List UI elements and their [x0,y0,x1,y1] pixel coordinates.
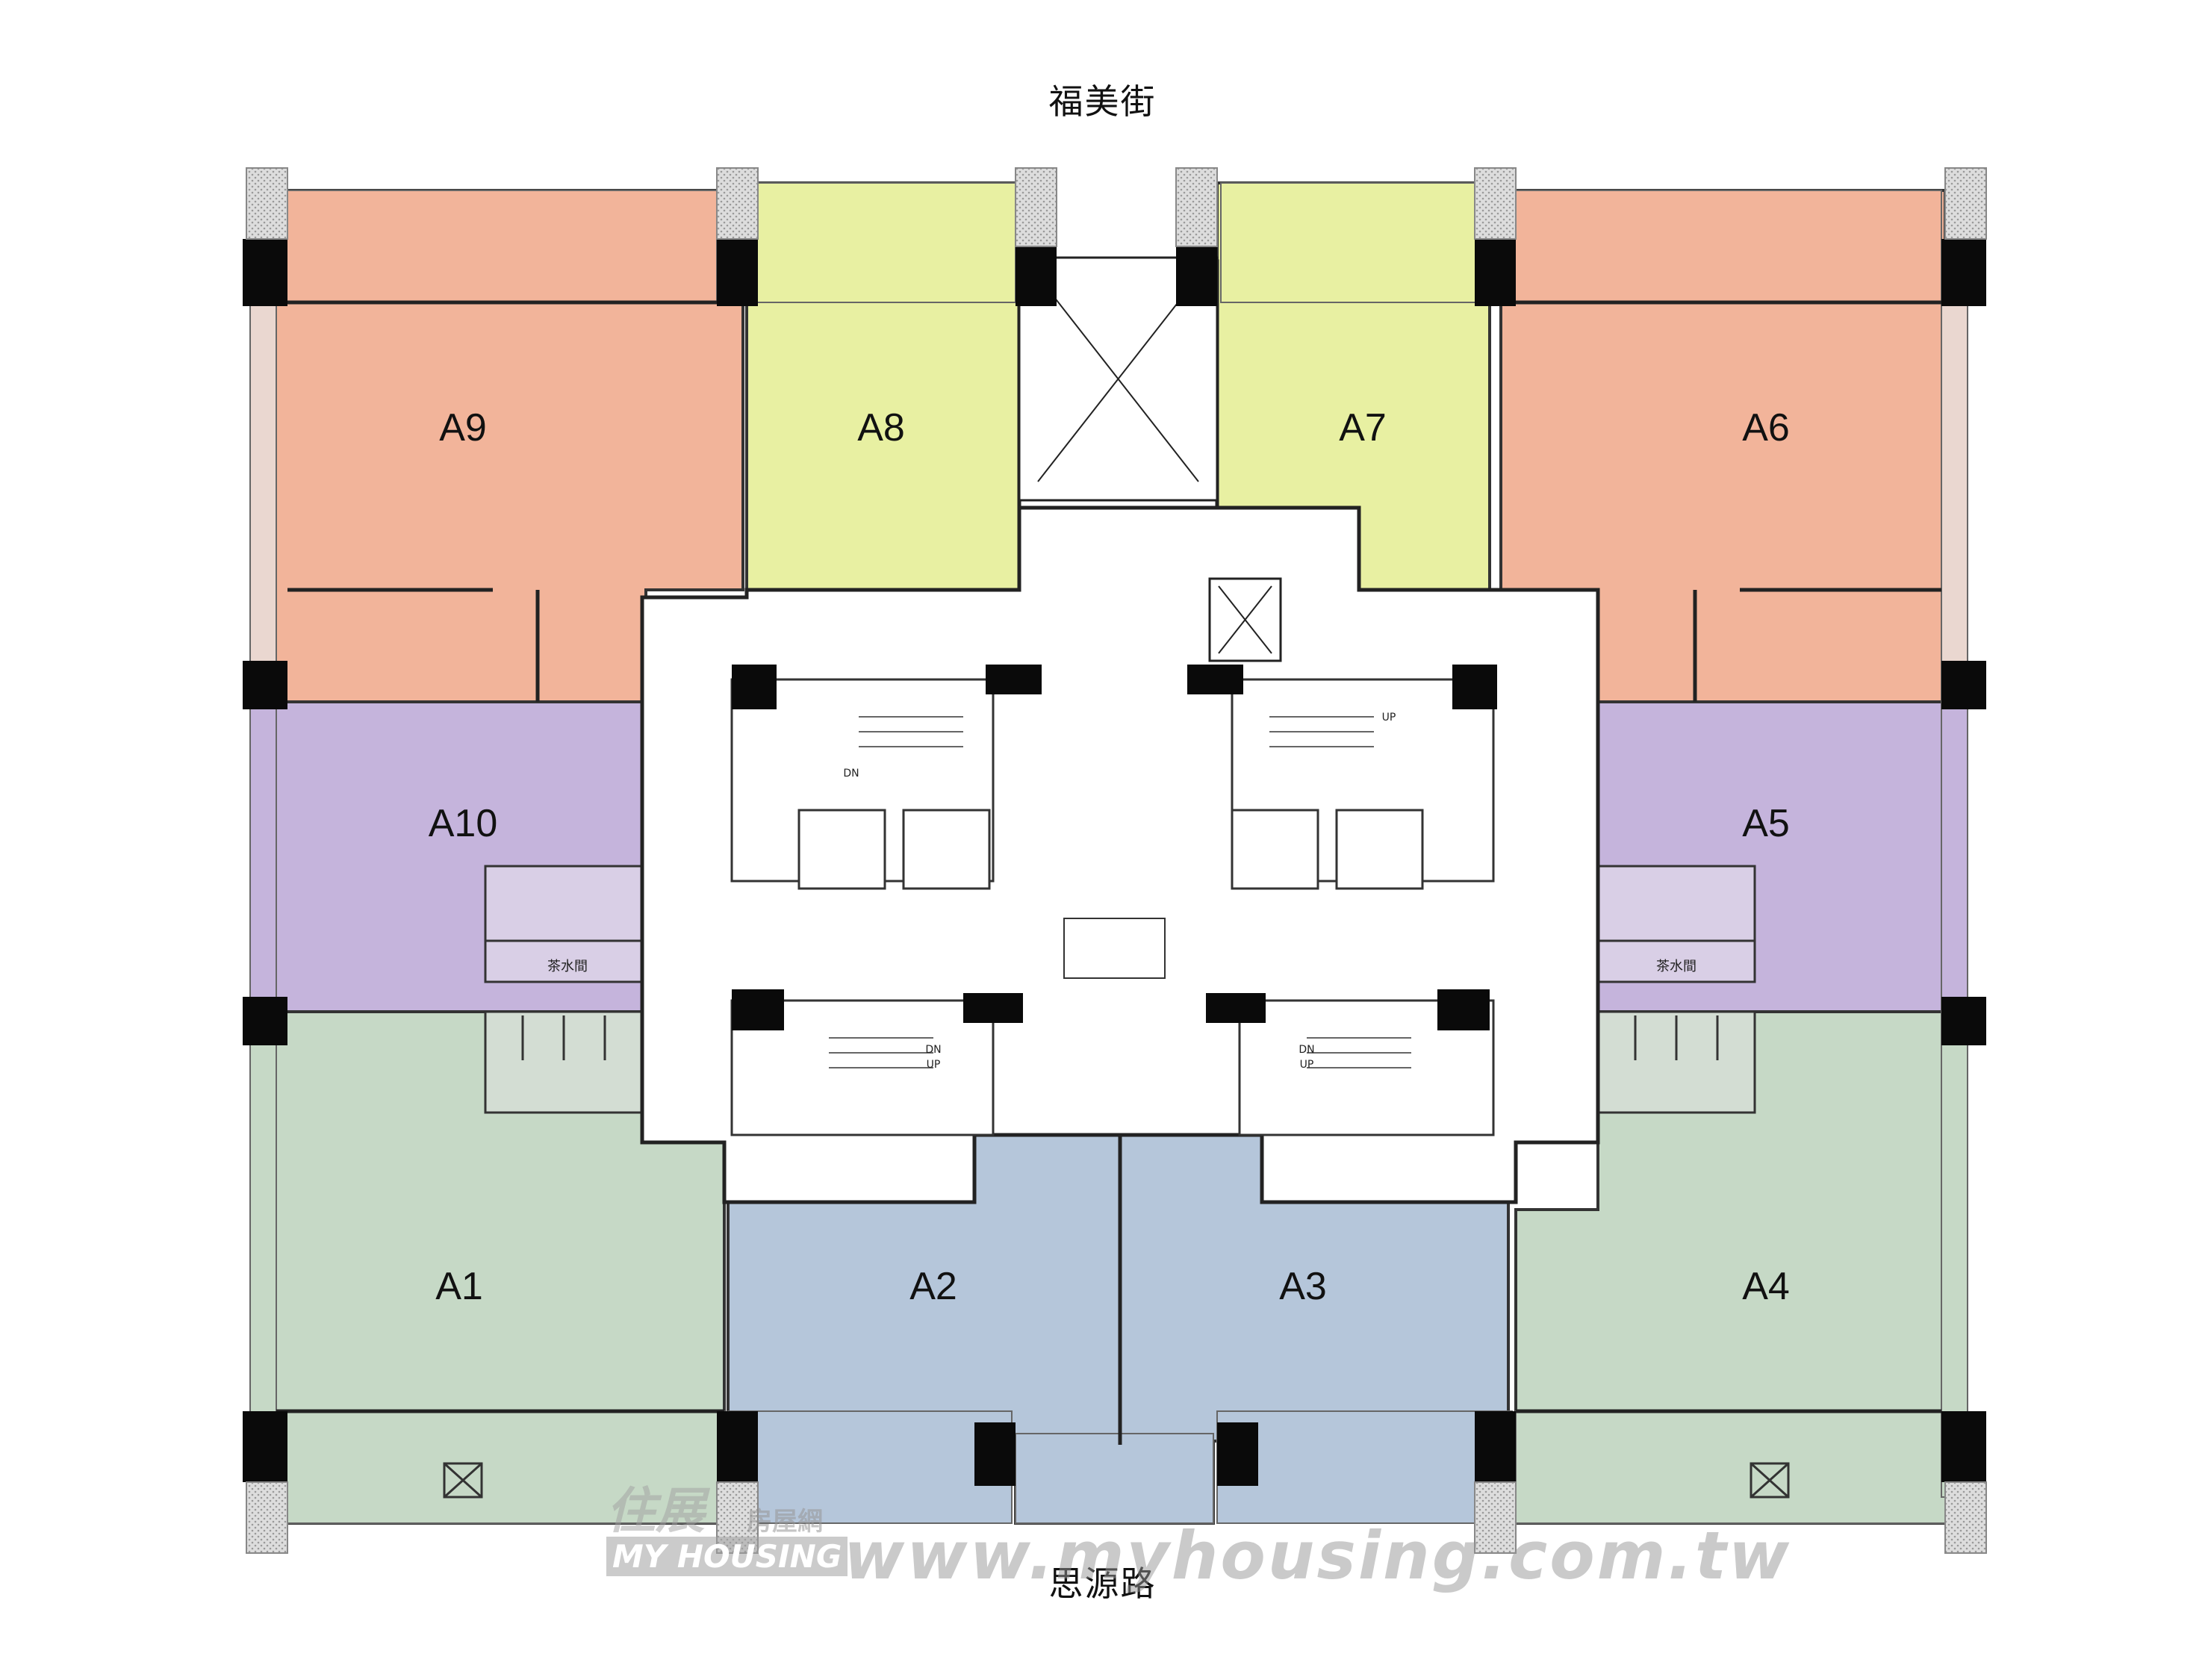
column [1187,665,1243,694]
balcony-top-a8 [753,182,1016,303]
pilaster [1474,1481,1517,1554]
column [1941,997,1986,1045]
column [243,1411,287,1482]
unit-label-a7: A7 [1339,406,1387,449]
stair-dn-label: DN [925,1044,941,1056]
stair-dn-label: DN [1299,1044,1314,1056]
unit-label-a1: A1 [435,1265,483,1308]
unit-label-a2: A2 [909,1265,957,1308]
stair-dn-label: DN [843,768,859,780]
unit-label-a3: A3 [1279,1265,1327,1308]
watermark-url: www.myhousing.com.tw [844,1517,1792,1594]
balcony-bottom-a2 [727,1410,1013,1524]
column [1437,989,1490,1030]
entrance-canopy [1015,1433,1214,1524]
vent-a4 [1750,1462,1790,1499]
column [717,239,758,306]
column [1176,246,1217,306]
side-strip-left-purple [249,701,277,1012]
column [1941,661,1986,709]
side-strip-right-purple [1941,701,1968,1012]
pilaster [246,167,288,240]
watermark-logo-en: MY HOUSING [606,1537,848,1576]
column [963,993,1023,1023]
stair-up-label: UP [1300,1059,1314,1071]
pantry-left [484,865,647,983]
column [986,665,1042,694]
shaft-cross [1218,585,1272,654]
column [1452,665,1497,709]
shaft-cross [1037,276,1199,482]
column [243,661,287,709]
pilaster [246,1481,288,1554]
unit-label-a9: A9 [439,406,487,449]
stair-up-label: UP [927,1059,941,1071]
column [1475,239,1516,306]
column [974,1422,1016,1486]
unit-label-a5: A5 [1742,802,1790,845]
pilaster [1474,167,1517,240]
pilaster [1175,167,1218,247]
balcony-top-a7 [1220,182,1487,303]
column [243,997,287,1045]
vent-cross [1750,1462,1790,1499]
vent-cross [443,1462,483,1499]
unit-label-a10: A10 [429,802,498,845]
pilaster [1015,167,1057,247]
pilaster [716,167,759,240]
elevator-3 [1231,809,1319,890]
stair-up-label: UP [1382,712,1396,724]
unit-label-a4: A4 [1742,1265,1790,1308]
lobby-fixture [1063,918,1166,979]
elevator-1 [797,809,886,890]
column [243,239,287,306]
column [717,1411,758,1482]
pantry-right [1596,865,1756,983]
balcony-top-a6 [1500,190,1942,303]
pantry-label-left: 茶水間 [547,959,588,974]
unit-label-a8: A8 [857,406,905,449]
watermark-logo-cn: 住展 [606,1482,705,1540]
restroom-left [484,1010,647,1114]
column [1475,1411,1516,1482]
balcony-top-a9 [276,190,718,303]
pilaster [1944,1481,1987,1554]
watermark-logo-sub: 房屋網 [747,1507,823,1537]
column [1941,239,1986,306]
column [1206,993,1266,1023]
column [732,665,777,709]
elevator-2 [902,809,991,890]
column [1217,1422,1258,1486]
elevator-4 [1335,809,1424,890]
column [732,989,784,1030]
vent-a1 [443,1462,483,1499]
pantry-label-right: 茶水間 [1656,959,1696,974]
pilaster [1944,167,1987,240]
unit-label-a6: A6 [1742,406,1790,449]
column [1941,1411,1986,1482]
balcony-bottom-a3 [1216,1410,1513,1524]
street-name-bottom: 思源路 [1048,1564,1157,1604]
street-name-top: 福美街 [1048,81,1157,122]
column [1016,246,1057,306]
balcony-bottom-a4 [1515,1410,1950,1524]
